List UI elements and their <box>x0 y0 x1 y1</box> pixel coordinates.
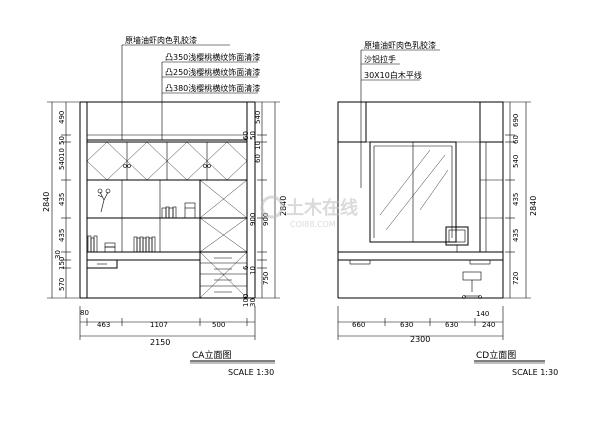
cd-elevation: 原墙油虾肉色乳胶漆 沙铝拉手 30X10白木平线 <box>337 40 558 377</box>
ca-right-dim-11: 100 <box>242 294 250 307</box>
cd-bottom-dim-1: 660 <box>352 321 365 329</box>
watermark: 土木在线 COI88.COM <box>260 195 358 229</box>
cd-bottom-dim-2: 630 <box>400 321 413 329</box>
ca-note-3: 凸250浅樱桃横纹饰面清漆 <box>165 67 260 77</box>
ca-right-dim-5: 60 <box>254 154 262 163</box>
cd-bottom-dim-3: 630 <box>445 321 458 329</box>
cd-title: CD立面图 <box>476 349 516 361</box>
ca-top-offset: 80 <box>80 309 89 317</box>
ca-right-dim-10: 750 <box>262 272 270 285</box>
ca-left-total: 2840 <box>42 192 51 212</box>
ca-left-dim-8: 150 <box>58 257 66 270</box>
cd-right-dim-1: 690 <box>512 114 520 127</box>
ca-elevation: 原墙油虾肉色乳胶漆 凸350浅樱桃横纹饰面清漆 凸250浅樱桃横纹饰面清漆 凸3… <box>42 35 288 377</box>
cd-right-dim-6: 720 <box>512 272 520 285</box>
ca-left-dim-9: 570 <box>58 278 66 291</box>
ca-note-2: 凸350浅樱桃横纹饰面清漆 <box>165 52 260 62</box>
ca-left-dim-7: 30 <box>54 250 62 259</box>
ca-note-4: 凸380浅樱桃横纹饰面清漆 <box>165 83 260 93</box>
ca-right-dim-3: 50 <box>249 131 257 140</box>
cd-right-total: 2840 <box>529 196 538 216</box>
ca-right-dim-7: 900 <box>262 213 270 226</box>
cd-bottom-total: 2300 <box>410 335 430 344</box>
cd-right-dim-3: 540 <box>512 155 520 168</box>
cd-right-dim-2: 60 <box>512 135 520 144</box>
ca-note-1: 原墙油虾肉色乳胶漆 <box>125 35 197 45</box>
watermark-domain: COI88.COM <box>290 220 336 229</box>
ca-right-dim-6: 900 <box>249 213 257 226</box>
ca-right-dim-12: 30 <box>249 298 257 307</box>
ca-left-dim-1: 490 <box>58 111 66 124</box>
ca-left-dim-6: 435 <box>58 229 66 242</box>
ca-left-dim-3: 10 <box>58 148 66 157</box>
cd-scale: SCALE 1:30 <box>512 368 558 377</box>
ca-right-dim-1: 540 <box>254 111 262 124</box>
ca-right-dim-9: 10 <box>249 266 257 275</box>
cd-right-dim-5: 435 <box>512 229 520 242</box>
ca-bottom-dim-2: 1107 <box>150 321 168 329</box>
ca-right-dim-4: 10 <box>254 141 262 150</box>
ca-right-dim-2: 60 <box>242 131 250 140</box>
cd-note-2: 沙铝拉手 <box>364 54 396 64</box>
ca-left-dim-5: 435 <box>58 193 66 206</box>
ca-left-dim-2: 50 <box>58 136 66 145</box>
watermark-brand: 土木在线 <box>286 197 358 219</box>
cd-top-offset: 140 <box>476 310 489 318</box>
ca-right-dim-8: 6 <box>242 265 250 270</box>
ca-title: CA立面图 <box>192 349 231 361</box>
ca-scale: SCALE 1:30 <box>228 368 274 377</box>
ca-bottom-dim-1: 463 <box>97 321 110 329</box>
cd-right-dim-4: 435 <box>512 193 520 206</box>
cd-note-3: 30X10白木平线 <box>364 70 422 80</box>
ca-bottom-total: 2150 <box>150 338 170 347</box>
ca-left-dim-4: 540 <box>58 157 66 170</box>
watermark-logo-icon <box>260 195 284 219</box>
ca-right-total: 2840 <box>279 196 288 216</box>
cd-bottom-dim-4: 240 <box>482 321 495 329</box>
cd-note-1: 原墙油虾肉色乳胶漆 <box>364 40 436 50</box>
ca-bottom-dim-3: 500 <box>212 321 225 329</box>
